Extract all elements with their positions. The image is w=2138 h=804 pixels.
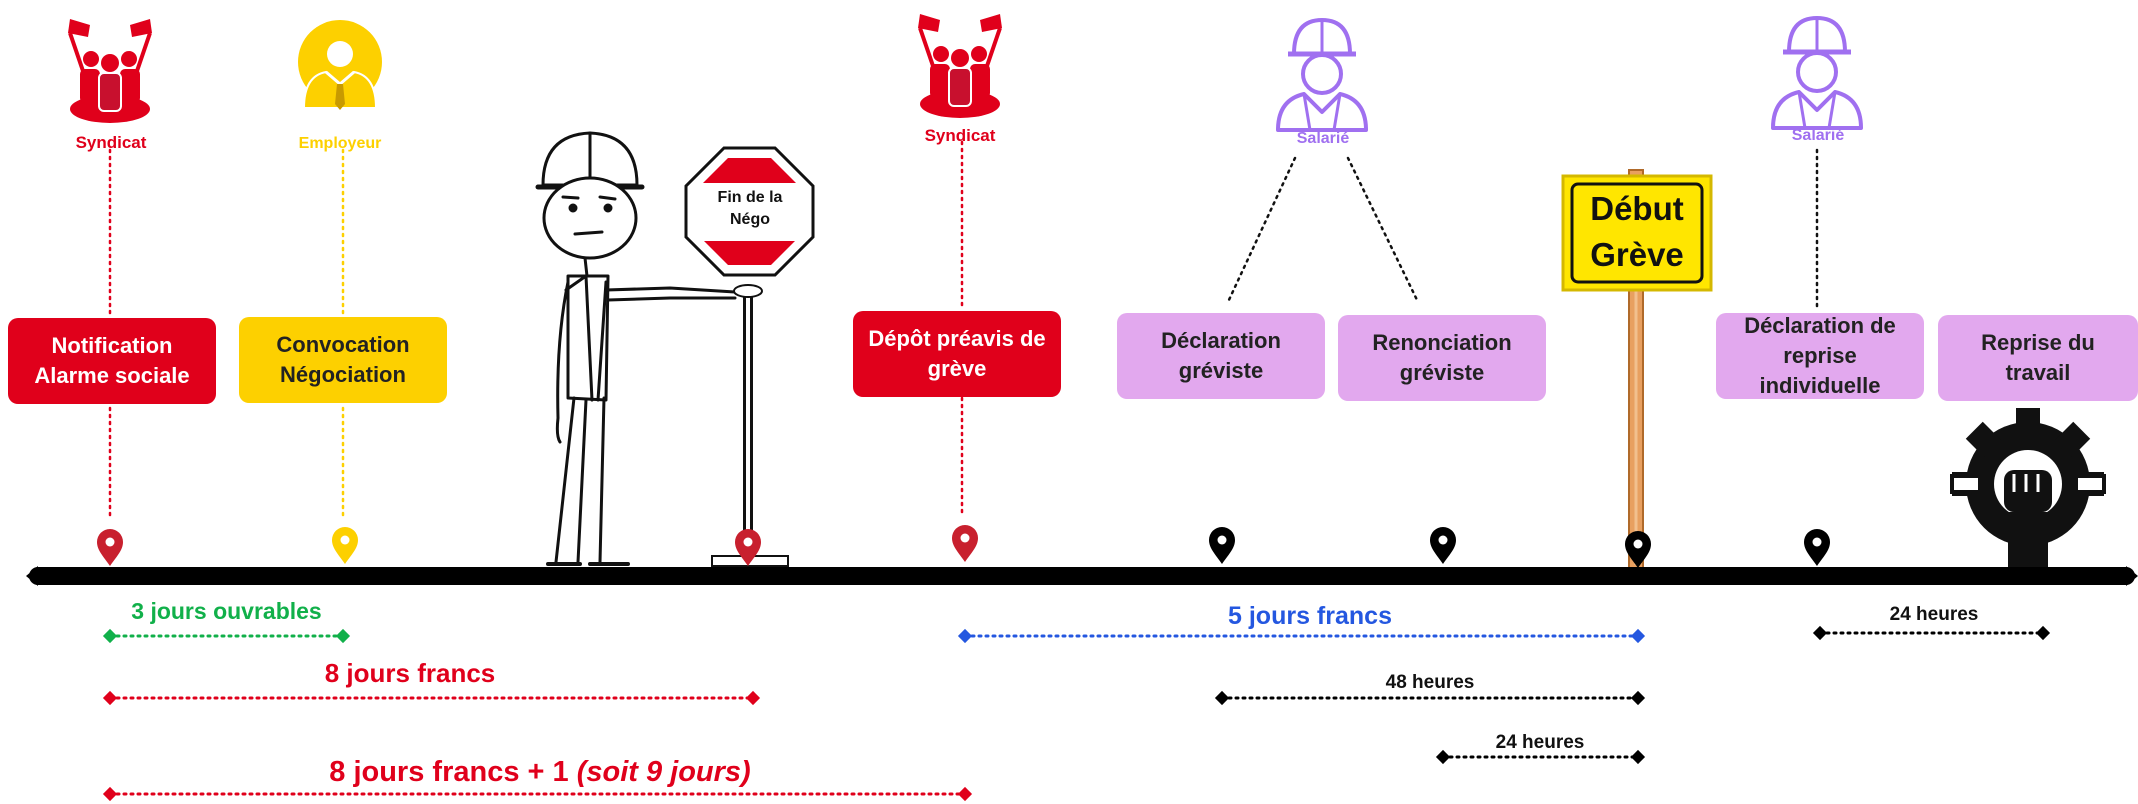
strike-sign-line: Début	[1590, 190, 1684, 227]
step-box-line: Dépôt préavis de	[868, 326, 1046, 351]
step-box-declaration-reprise: Déclaration de reprise individuelle	[1716, 313, 1924, 399]
step-box-reprise-travail: Reprise du travail	[1938, 315, 2138, 401]
step-box-line: Négociation	[280, 362, 406, 387]
strike-signpost	[1561, 169, 1713, 569]
step-box-line: Convocation	[276, 332, 410, 357]
duration-label-3-jours: 3 jours ouvrables	[131, 598, 322, 624]
union-group-icon	[66, 17, 154, 125]
step-box-line: Renonciation	[1372, 330, 1512, 355]
marker-pin	[332, 527, 358, 564]
actor-label-syndicat: Syndicat	[924, 126, 996, 145]
marker-pin	[1209, 527, 1235, 564]
step-box-line: gréviste	[1178, 358, 1264, 383]
gear-hand-icon	[1950, 408, 2106, 572]
marker-pin	[952, 525, 978, 562]
connector-lines	[108, 140, 1819, 522]
step-box-renonciation-greviste: Renonciation gréviste	[1338, 315, 1546, 401]
step-box-line: Notification	[51, 333, 173, 358]
worker-helmet-icon	[1278, 20, 1366, 130]
stop-sign	[684, 146, 815, 567]
stop-sign-line: Fin de la	[717, 189, 783, 206]
duration-label-5-jours: 5 jours francs	[1228, 602, 1392, 630]
step-box-line: reprise individuelle	[1759, 343, 1881, 398]
duration-spans	[102, 625, 2051, 802]
employer-icon	[298, 20, 382, 110]
step-box-declaration-greviste: Déclaration gréviste	[1117, 313, 1325, 399]
duration-label-48-heures: 48 heures	[1385, 672, 1475, 693]
stop-sign-text: Fin de la Négo	[697, 187, 803, 231]
step-box-depot-preavis: Dépôt préavis de grève	[853, 311, 1061, 397]
step-box-line: gréviste	[1399, 360, 1485, 385]
step-box-line: Reprise du	[1981, 330, 2095, 355]
step-box-line: Alarme sociale	[34, 363, 190, 388]
marker-pin	[1430, 527, 1456, 564]
timeline-markers	[97, 525, 1830, 568]
union-group-icon	[916, 12, 1004, 120]
step-box-line: travail	[2005, 360, 2071, 385]
step-box-line: Déclaration	[1161, 328, 1281, 353]
actor-label-employeur: Employeur	[298, 135, 382, 152]
step-box-line: Déclaration de	[1744, 313, 1896, 338]
duration-label-main: 8 jours francs + 1	[329, 756, 569, 788]
marker-pin	[97, 529, 123, 566]
duration-label-8-jours: 8 jours francs	[324, 658, 496, 688]
stop-sign-line: Négo	[730, 211, 770, 228]
marker-pin	[1804, 529, 1830, 566]
strike-sign-line: Grève	[1590, 236, 1684, 273]
actor-label-salarie: Salarié	[1296, 130, 1350, 147]
step-box-line: grève	[927, 356, 987, 381]
stick-figure-worker	[535, 131, 737, 566]
timeline-axis	[26, 566, 2138, 586]
worker-helmet-icon	[1773, 18, 1861, 128]
duration-label-24-heures: 24 heures	[1495, 732, 1585, 753]
duration-label-24-heures: 24 heures	[1889, 604, 1979, 625]
duration-label-italic: (soit 9 jours)	[576, 756, 751, 788]
actor-label-salarie: Salarié	[1791, 127, 1845, 144]
duration-label-9-jours: 8 jours francs + 1 (soit 9 jours)	[240, 756, 840, 789]
actor-label-syndicat: Syndicat	[75, 133, 147, 152]
